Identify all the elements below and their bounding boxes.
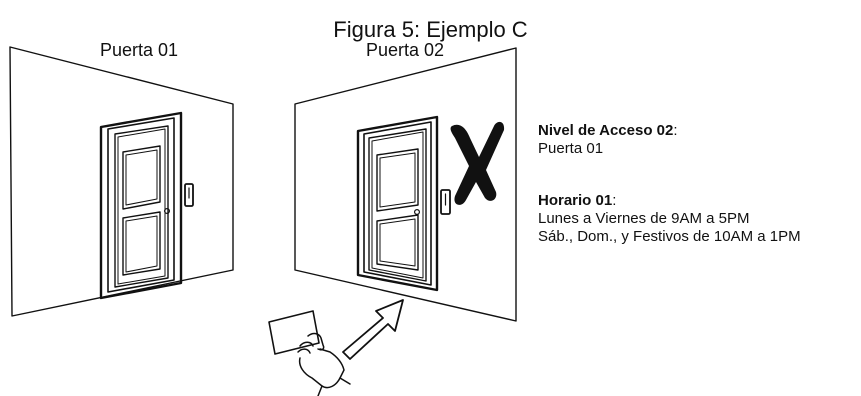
figure-title: Figura 5: Ejemplo C — [333, 17, 528, 42]
x-mark-icon — [450, 121, 505, 205]
door-1 — [99, 111, 183, 300]
access-level-item: Puerta 01 — [538, 140, 604, 157]
access-level-block: Nivel de Acceso 02: Puerta 01 — [538, 122, 678, 158]
schedule-heading: Horario 01 — [538, 192, 613, 209]
door-2 — [356, 115, 439, 292]
schedule-colon: : — [612, 192, 617, 209]
schedule-block: Horario 01: Lunes a Viernes de 9AM a 5PM… — [538, 192, 801, 246]
hand-icon — [297, 332, 351, 396]
door-2-label: Puerta 02 — [366, 40, 445, 60]
schedule-line-weekends: Sáb., Dom., y Festivos de 10AM a 1PM — [538, 228, 801, 245]
schedule-line-weekdays: Lunes a Viernes de 9AM a 5PM — [538, 210, 750, 227]
door-1-label: Puerta 01 — [100, 40, 179, 60]
card-reader-2 — [440, 189, 451, 215]
swipe-arrow-icon — [342, 299, 404, 360]
access-card-icon — [268, 310, 320, 355]
access-level-colon: : — [673, 122, 678, 139]
access-level-heading: Nivel de Acceso 02 — [538, 122, 674, 139]
access-level-line: Nivel de Acceso 02: — [538, 122, 678, 140]
card-reader-1 — [184, 183, 194, 207]
wall-1 — [9, 46, 234, 317]
schedule-line: Horario 01: — [538, 192, 801, 210]
wall-2 — [294, 47, 517, 322]
